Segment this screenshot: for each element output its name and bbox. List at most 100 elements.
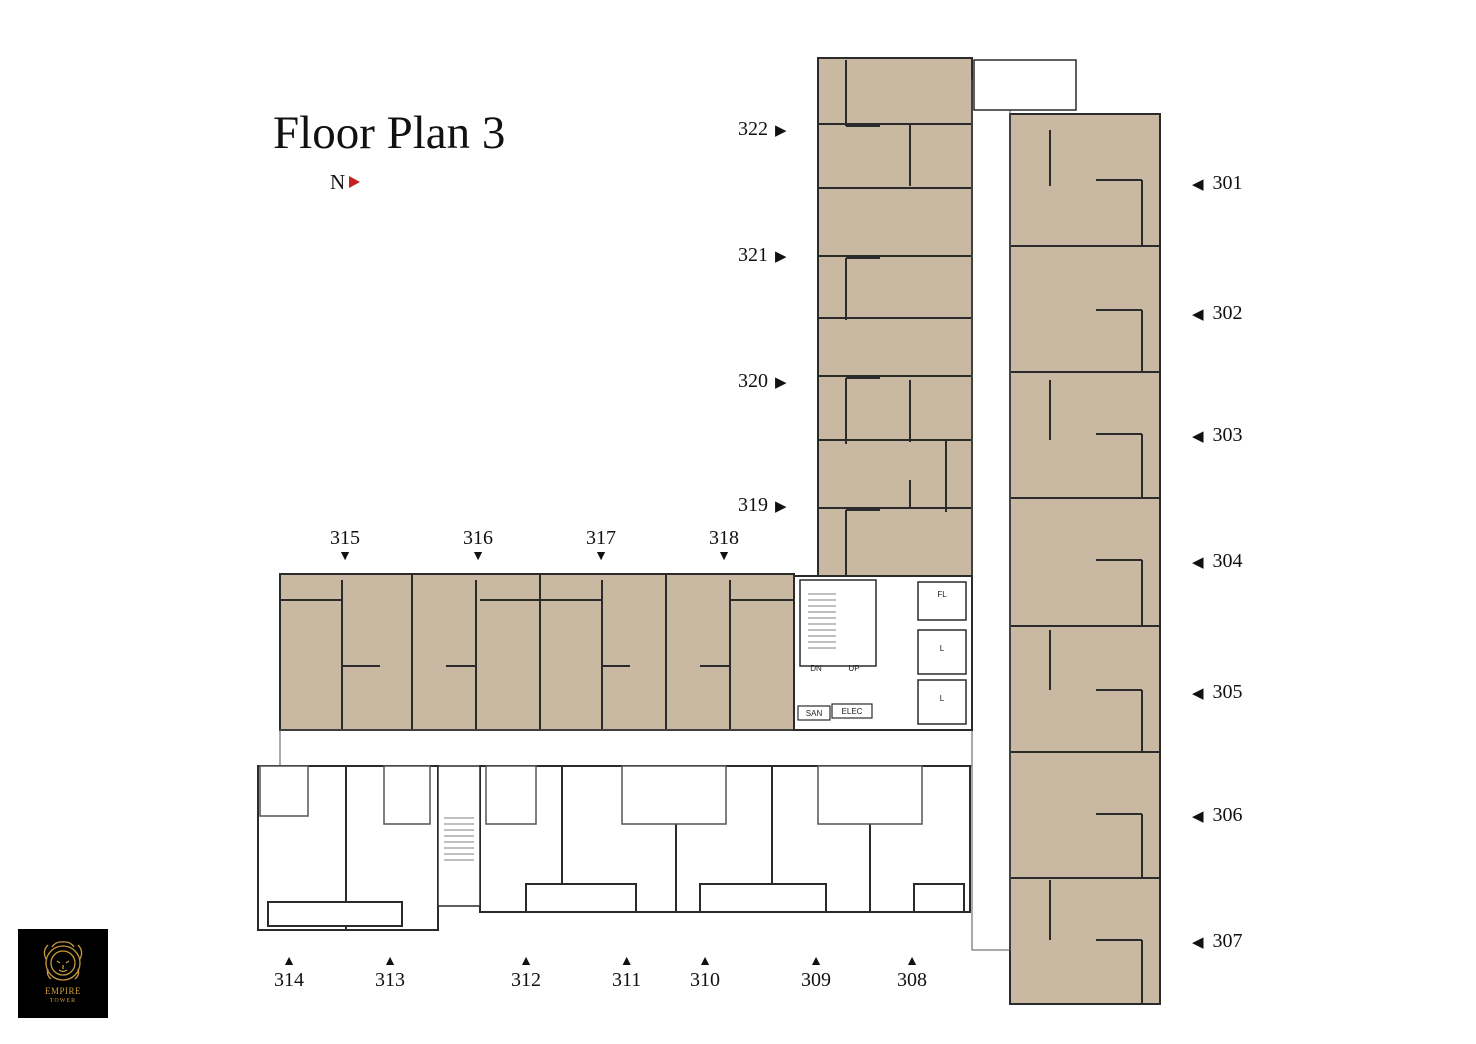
unit-label-321: 321 ▶ (738, 244, 787, 267)
sanitary-room (797, 705, 831, 721)
logo-name: EMPIRE (44, 986, 81, 996)
unit-area-12 (1009, 497, 1161, 627)
page-title: Floor Plan 3 (273, 107, 506, 159)
bathroom-3 (485, 765, 537, 825)
unit-label-309: ▲309 (801, 955, 831, 992)
unit-number: 301 (1212, 172, 1243, 194)
down-arrow-icon: ▼ (338, 549, 352, 564)
unit-label-313: ▲313 (375, 955, 405, 992)
unit-number: 321 (738, 244, 768, 266)
left-arrow-icon: ◀ (1192, 555, 1204, 571)
right-arrow-icon: ▶ (775, 123, 787, 139)
lion-head-icon (43, 941, 83, 981)
unit-number: 317 (586, 527, 616, 549)
right-arrow-icon: ▶ (775, 499, 787, 515)
left-arrow-icon: ◀ (1192, 177, 1204, 193)
up-arrow-icon: ▲ (619, 954, 634, 969)
logo-subtitle: TOWER (49, 998, 77, 1004)
unit-area-8 (817, 507, 973, 577)
lift-shaft-b (917, 679, 967, 725)
unit-number: 309 (801, 969, 831, 991)
unit-label-303: ◀ 303 (1192, 424, 1243, 447)
unit-label-306: ◀306 (1192, 804, 1243, 827)
up-arrow-icon: ▲ (809, 954, 823, 969)
unit-label-301: ◀ 301 (1192, 172, 1243, 195)
core-label-fire-lift: FL (937, 590, 947, 599)
up-arrow-icon: ▲ (282, 954, 296, 969)
unit-area-5 (817, 317, 973, 379)
electrical-room (831, 703, 873, 719)
unit-area-16 (279, 573, 413, 731)
north-indicator: N (330, 170, 361, 195)
unit-number: 312 (511, 969, 541, 991)
unit-number: 313 (375, 969, 405, 991)
left-arrow-icon: ◀ (1192, 935, 1204, 951)
lift-shaft-a (917, 629, 967, 675)
fire-lift-shaft (917, 581, 967, 621)
empire-tower-logo: EMPIRE TOWER (18, 929, 108, 1018)
unit-area-6 (817, 375, 973, 443)
unit-label-310: ▲310 (690, 955, 720, 992)
south-balcony-2 (525, 883, 637, 913)
unit-label-319: 319 ▶ (738, 494, 787, 517)
unit-label-318: 318▼ (709, 527, 739, 564)
down-arrow-icon: ▼ (717, 549, 731, 564)
unit-label-312: ▲312 (511, 955, 541, 992)
bathroom-4 (621, 765, 727, 825)
unit-label-317: 317▼ (586, 527, 616, 564)
unit-label-322: 322 ▶ (738, 118, 787, 141)
core-label-electrical: ELEC (842, 707, 863, 716)
core-label-stair-down: DN (810, 664, 822, 673)
unit-label-320: 320 ▶ (738, 370, 787, 393)
up-arrow-icon: ▲ (519, 954, 533, 969)
bathroom-1 (259, 765, 309, 817)
left-arrow-icon: ◀ (1192, 307, 1204, 323)
core-label-lift-a: L (940, 644, 945, 653)
core-label-lift-b: L (940, 694, 945, 703)
unit-label-316: 316▼ (463, 527, 493, 564)
unit-number: 311 (612, 969, 642, 991)
unit-number: 308 (897, 969, 927, 991)
corridor-south (279, 729, 973, 767)
unit-label-315: 315▼ (330, 527, 360, 564)
unit-number: 307 (1212, 930, 1243, 952)
unit-area-7 (817, 439, 973, 511)
left-arrow-icon: ◀ (1192, 809, 1204, 825)
unit-number: 305 (1212, 681, 1243, 703)
unit-label-304: ◀ 304 (1192, 550, 1243, 573)
core-label-sanitary: SAN (806, 709, 823, 718)
unit-label-314: ▲314 (274, 955, 304, 992)
right-arrow-icon: ▶ (775, 375, 787, 391)
right-arrow-icon: ▶ (775, 249, 787, 265)
unit-number: 316 (463, 527, 493, 549)
south-balcony-3 (699, 883, 827, 913)
unit-number: 303 (1212, 424, 1243, 446)
unit-area-2 (817, 123, 973, 191)
south-balcony-4 (913, 883, 965, 913)
bathroom-5 (817, 765, 923, 825)
up-arrow-icon: ▲ (383, 954, 397, 969)
core-label-stair-up: UP (848, 664, 859, 673)
unit-number: 322 (738, 118, 768, 140)
down-arrow-icon: ▼ (471, 549, 485, 564)
corridor-east (971, 79, 1011, 951)
up-arrow-icon: ▲ (698, 954, 712, 969)
unit-number: 304 (1212, 550, 1243, 572)
unit-number: 319 (738, 494, 768, 516)
north-letter: N (330, 170, 346, 194)
unit-label-311: ▲311 (612, 955, 641, 992)
unit-label-305: ◀ 305 (1192, 681, 1243, 704)
left-arrow-icon: ◀ (1192, 686, 1204, 702)
south-balcony-1 (267, 901, 403, 927)
northeast-stair (973, 59, 1077, 111)
unit-number: 320 (738, 370, 768, 392)
bathroom-2 (383, 765, 431, 825)
left-arrow-icon: ◀ (1192, 429, 1204, 445)
unit-number: 310 (690, 969, 720, 991)
unit-area-4 (817, 255, 973, 321)
unit-number: 318 (709, 527, 739, 549)
core-stair (799, 579, 877, 667)
unit-area-1 (817, 57, 973, 127)
unit-number: 314 (274, 969, 304, 991)
